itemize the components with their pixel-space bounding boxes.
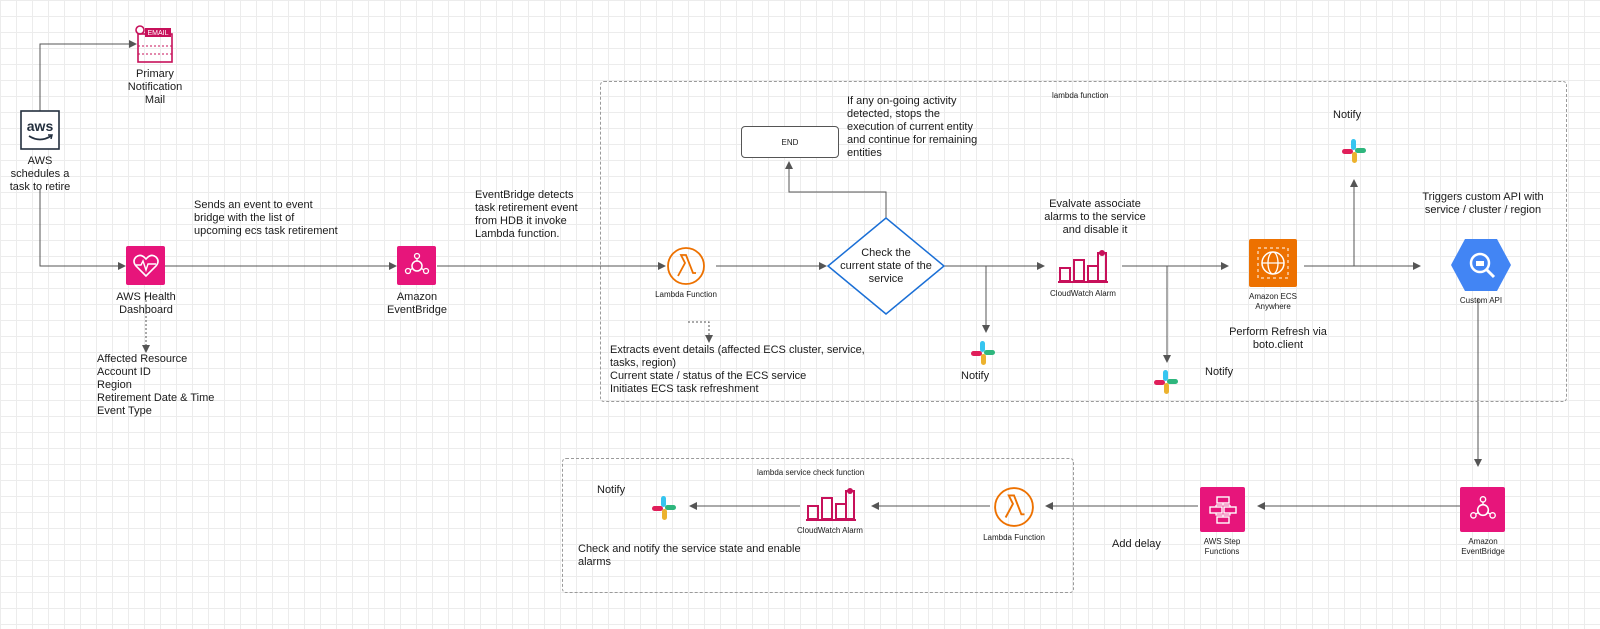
custom-api-label: Custom API [1459, 296, 1503, 305]
lambda-label: Lambda Function [655, 290, 717, 299]
notify-top-label: Notify [1333, 109, 1362, 121]
step-functions-label: AWS Step Functions [1203, 537, 1241, 556]
decision-label: Check the current state of the service [840, 247, 932, 285]
group-label-check: lambda service check function [757, 468, 865, 477]
ongoing-activity-note: If any on-going activity detected, stops… [847, 95, 978, 159]
lambda-icon[interactable] [666, 246, 706, 291]
lambda-icon[interactable] [993, 486, 1035, 533]
slack-icon [651, 495, 677, 526]
slack-icon [1153, 369, 1179, 400]
extracts-note: Extracts event details (affected ECS clu… [610, 344, 865, 395]
email-icon: EMAIL [135, 24, 175, 71]
perform-refresh-note: Perform Refresh via boto.client [1229, 326, 1327, 351]
eventbridge-label: Amazon EventBridge [387, 291, 447, 316]
notify-bottom-label: Notify [597, 484, 626, 496]
evaluate-note: Evalvate associate alarms to the service… [1044, 198, 1146, 236]
group-label-main: lambda function [1052, 91, 1109, 100]
cloudwatch-icon[interactable] [806, 486, 856, 527]
aws-logo-text: aws [27, 118, 54, 134]
arrow-lambda-to-extract [688, 321, 713, 343]
lambda-check-group [562, 458, 1074, 593]
cloudwatch-icon[interactable] [1058, 248, 1108, 289]
eventbridge-icon[interactable] [1460, 487, 1505, 532]
arrow-aws-to-health [39, 190, 126, 270]
aws-schedule-label: AWS schedules a task to retire [9, 155, 71, 193]
email-icon-text: EMAIL [147, 30, 168, 37]
notify-mid-label: Notify [961, 370, 990, 382]
health-dashboard-icon[interactable] [126, 246, 165, 285]
decision-diamond[interactable] [826, 216, 946, 321]
ecs-anywhere-label: Amazon ECS Anywhere [1248, 292, 1298, 311]
lambda-function-group [600, 81, 1567, 402]
triggers-note: Triggers custom API with service / clust… [1422, 191, 1544, 216]
notify-right-label: Notify [1205, 366, 1234, 378]
primary-mail-label: Primary Notification Mail [127, 68, 183, 106]
affected-resource-note: Affected Resource Account ID Region Reti… [97, 353, 215, 417]
arrow-aws-to-mail [39, 40, 137, 112]
sends-event-note: Sends an event to event bridge with the … [194, 199, 338, 237]
add-delay-note: Add delay [1112, 538, 1161, 550]
arrow-decision-to-end [785, 161, 887, 218]
slack-icon [1341, 138, 1367, 169]
custom-api-icon[interactable] [1450, 237, 1512, 298]
step-functions-icon[interactable] [1200, 487, 1245, 532]
cloudwatch-label: CloudWatch Alarm [1050, 289, 1116, 298]
eventbridge-2-label: Amazon EventBridge [1461, 537, 1505, 556]
cloudwatch-2-label: CloudWatch Alarm [797, 526, 863, 535]
check-notify-note: Check and notify the service state and e… [578, 543, 801, 568]
detects-note: EventBridge detects task retirement even… [475, 189, 578, 240]
slack-icon [970, 340, 996, 371]
end-label: END [781, 137, 799, 147]
ecs-anywhere-icon[interactable] [1249, 239, 1297, 287]
lambda-2-label: Lambda Function [983, 533, 1045, 542]
aws-logo-icon: aws [20, 110, 60, 155]
eventbridge-icon[interactable] [397, 246, 436, 285]
health-dashboard-label: AWS Health Dashboard [116, 291, 176, 316]
end-node[interactable]: END [741, 126, 839, 158]
